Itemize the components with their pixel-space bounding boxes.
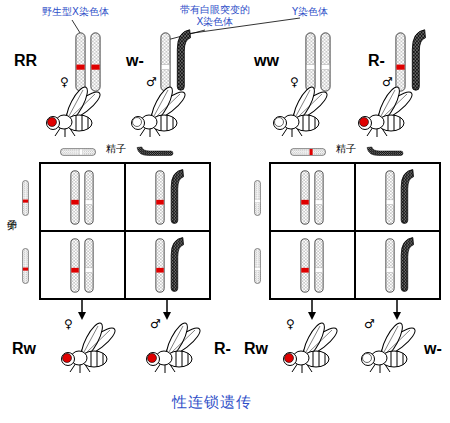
genotype-label: RR	[14, 52, 37, 70]
sex-symbol: ♂	[382, 76, 393, 90]
gamete-label: 精子	[336, 143, 356, 155]
sex-symbol: ♀	[60, 76, 69, 90]
genotype-label: w-	[424, 340, 442, 358]
fly-female	[47, 84, 104, 137]
sex-symbol: ♂	[364, 318, 375, 332]
sex-symbol: ♀	[286, 318, 295, 332]
chromosome-label: 带有白眼突变的 X染色体	[176, 4, 254, 27]
genotype-label: w-	[126, 52, 144, 70]
parent-chromosomes	[76, 30, 426, 91]
sex-symbol: ♂	[146, 76, 157, 90]
fly-male	[132, 84, 189, 137]
grid-chromosomes	[71, 170, 414, 293]
punnett-grid	[40, 163, 440, 299]
genotype-label: Rw	[12, 340, 36, 358]
genotype-label: Rw	[244, 340, 268, 358]
chromosome-label: 野生型X染色体	[42, 6, 109, 18]
fly-female	[274, 84, 331, 137]
sex-symbol: ♂	[150, 318, 161, 332]
genotype-label: R-	[214, 340, 231, 358]
chromosome-label: Y染色体	[292, 6, 328, 18]
sex-symbol: ♀	[290, 76, 299, 90]
caption: 性连锁遗传	[172, 394, 252, 411]
offspring-arrow	[82, 300, 397, 318]
genotype-label: R-	[368, 52, 385, 70]
fly-male	[359, 84, 416, 137]
gamete-label: 精子	[106, 143, 126, 155]
egg-gametes	[23, 181, 261, 284]
sex-symbol: ♀	[64, 318, 73, 332]
genotype-label: ww	[254, 52, 279, 70]
